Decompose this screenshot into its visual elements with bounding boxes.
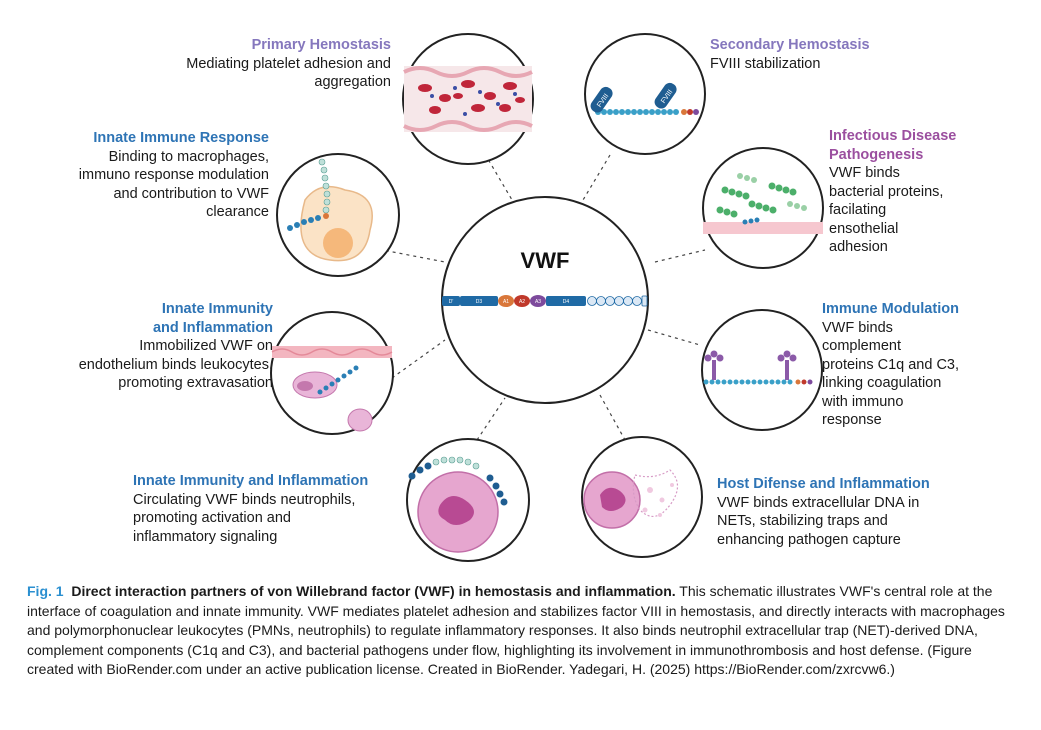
vwf-domain-bar: D' D3 A1 A2 A3 D4: [442, 295, 648, 307]
macrophage-illustration: [276, 153, 400, 277]
vwf-diagram: VWF D' D3 A1 A2 A3 D4: [270, 33, 824, 562]
innate-immune-line-2: immuno response modulation: [78, 167, 269, 183]
domain-d-prime: D': [449, 299, 454, 305]
complement-illustration: [701, 309, 823, 431]
domain-a2: A2: [519, 299, 525, 305]
connectors: [371, 153, 706, 441]
primary-hemostasis-line-2: aggregation: [314, 74, 391, 90]
figure-caption: Fig. 1 Direct interaction partners of vo…: [27, 582, 1017, 680]
immune-mod-line-1: VWF binds: [822, 319, 893, 336]
host-defense-title: Host Difense and Inflammation: [717, 476, 930, 492]
innate-immune-line-1: Binding to macrophages,: [108, 148, 269, 165]
vwf-center: VWF D' D3 A1 A2 A3 D4: [441, 196, 649, 404]
immune-mod-title: Immune Modulation: [822, 301, 959, 317]
innate-immune-title: Innate Immune Response: [93, 130, 269, 146]
immune-mod-line-4: linking coagulation: [822, 375, 942, 391]
innate-inflam-1-title-line-1: Innate Immunity: [161, 301, 273, 317]
domain-a3: A3: [535, 299, 541, 305]
caption-body: This schematic illustrates VWF's central…: [27, 583, 1005, 677]
label-innate-immune-response: Innate Immune Response Binding to macrop…: [40, 129, 269, 222]
innate-inflam-2-line-2: promoting activation and: [133, 510, 291, 526]
neutrophil-illustration: [406, 438, 530, 562]
domain-d4: D4: [563, 299, 570, 305]
immune-mod-line-5: with immuno: [822, 393, 904, 410]
innate-inflam-2-line-3: inflammatory signaling: [133, 528, 278, 545]
secondary-hemostasis-line-1: FVIII stabilization: [710, 55, 821, 72]
immune-mod-line-3: proteins C1q and C3,: [822, 356, 960, 373]
immune-mod-line-6: response: [822, 412, 882, 428]
innate-inflam-1-line-2: endothelium binds leukocytes,: [78, 356, 273, 373]
label-innate-immunity-inflammation-1: Innate Immunity and Inflammation Immobil…: [40, 300, 273, 393]
label-infectious-disease: Infectious Disease Pathogenesis VWF bind…: [829, 127, 1009, 257]
innate-inflam-1-title-line-2: and Inflammation: [152, 319, 273, 336]
innate-immune-line-4: clearance: [206, 204, 269, 220]
label-innate-immunity-inflammation-2: Innate Immunity and Inflammation Circula…: [133, 472, 403, 546]
domain-d3: D3: [476, 299, 483, 305]
primary-hemostasis-title: Primary Hemostasis: [251, 37, 391, 53]
label-immune-modulation: Immune Modulation VWF binds complement p…: [822, 300, 1012, 430]
caption-title: Direct interaction partners of von Wille…: [71, 583, 676, 599]
bacteria-illustration: [702, 147, 824, 269]
host-defense-line-2: NETs, stabilizing traps and: [717, 513, 888, 529]
infectious-title-line-1: Infectious Disease: [829, 128, 957, 144]
secondary-hemostasis-illustration: FVIII FVIII: [584, 33, 706, 155]
caption-fig-label: Fig. 1: [27, 583, 64, 599]
innate-inflam-2-line-1: Circulating VWF binds neutrophils,: [133, 491, 356, 508]
innate-inflam-1-line-3: promoting extravasation: [118, 375, 273, 391]
host-defense-line-3: enhancing pathogen capture: [717, 531, 901, 548]
extravasation-illustration: [270, 311, 394, 435]
net-illustration: [581, 436, 703, 558]
label-primary-hemostasis: Primary Hemostasis Mediating platelet ad…: [96, 36, 391, 92]
infectious-line-4: ensothelial: [829, 220, 899, 237]
innate-immune-line-3: and contribution to VWF: [113, 185, 269, 202]
secondary-hemostasis-title: Secondary Hemostasis: [710, 37, 870, 53]
infectious-line-2: bacterial proteins,: [829, 183, 944, 200]
innate-inflam-2-title: Innate Immunity and Inflammation: [133, 473, 369, 489]
infectious-line-1: VWF binds: [829, 165, 900, 181]
infectious-line-3: facilating: [829, 202, 887, 218]
infectious-line-5: adhesion: [829, 239, 888, 255]
primary-hemostasis-illustration: [402, 33, 534, 165]
vwf-title: VWF: [521, 248, 570, 273]
infectious-title-line-2: Pathogenesis: [829, 146, 924, 163]
immune-mod-line-2: complement: [822, 338, 901, 354]
domain-a1: A1: [503, 299, 509, 305]
primary-hemostasis-line-1: Mediating platelet adhesion and: [186, 55, 391, 72]
label-host-defense: Host Difense and Inflammation VWF binds …: [717, 475, 1017, 549]
label-secondary-hemostasis: Secondary Hemostasis FVIII stabilization: [710, 36, 990, 73]
host-defense-line-1: VWF binds extracellular DNA in: [717, 494, 920, 511]
innate-inflam-1-line-1: Immobilized VWF on: [139, 338, 273, 354]
